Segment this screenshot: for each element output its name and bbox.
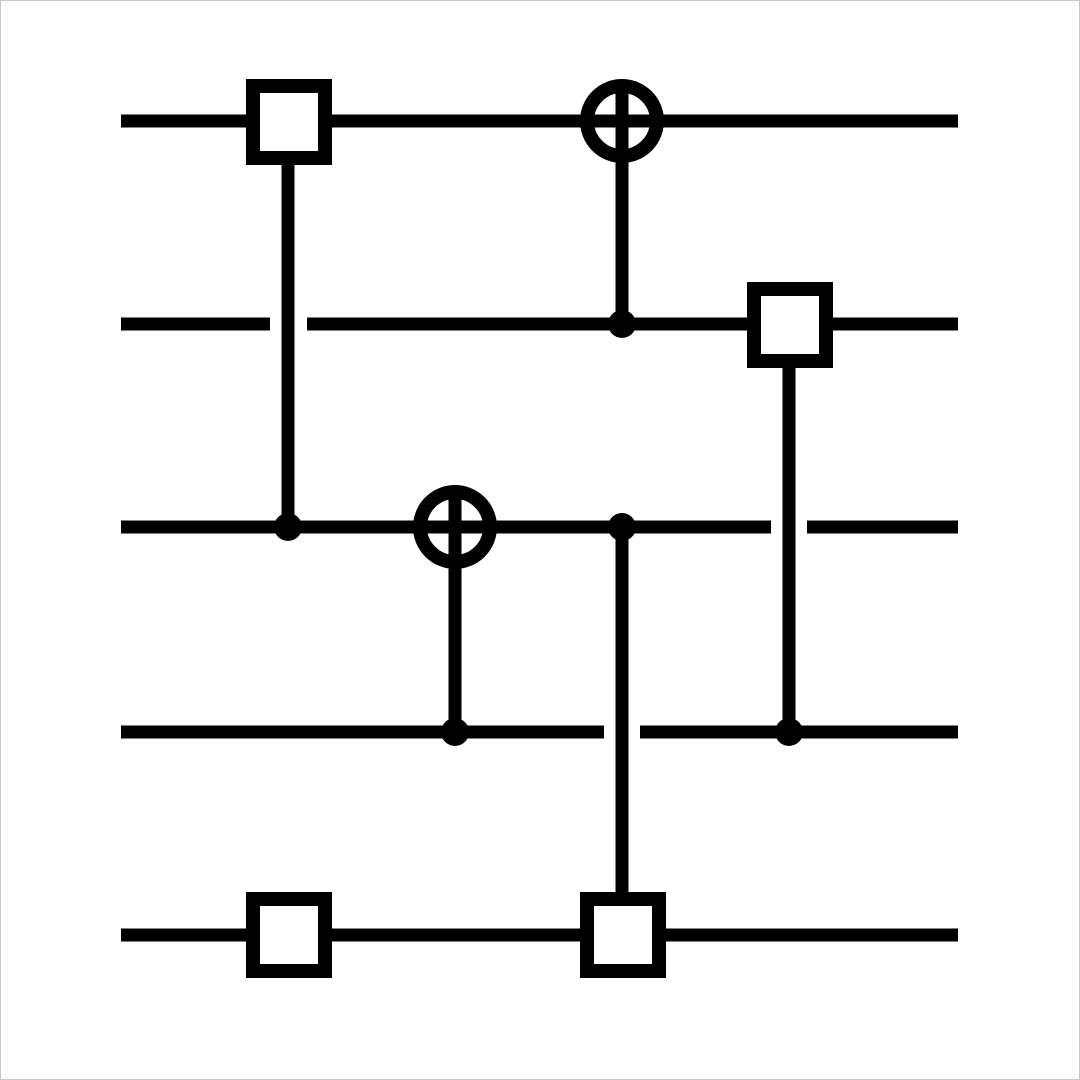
control-dot [608,513,636,541]
box-gate [747,282,833,368]
target-gates [413,79,664,569]
control-dot [608,310,636,338]
target-gate [580,79,664,163]
control-dot [775,718,803,746]
box-gate [246,892,332,978]
target-gate [413,485,497,569]
control-dots [274,310,803,746]
control-dot [441,718,469,746]
box-gates [246,79,833,978]
box-gate [580,892,666,978]
box-gate [246,79,332,165]
wires [121,114,958,942]
connectors [281,121,796,893]
control-dot [274,513,302,541]
